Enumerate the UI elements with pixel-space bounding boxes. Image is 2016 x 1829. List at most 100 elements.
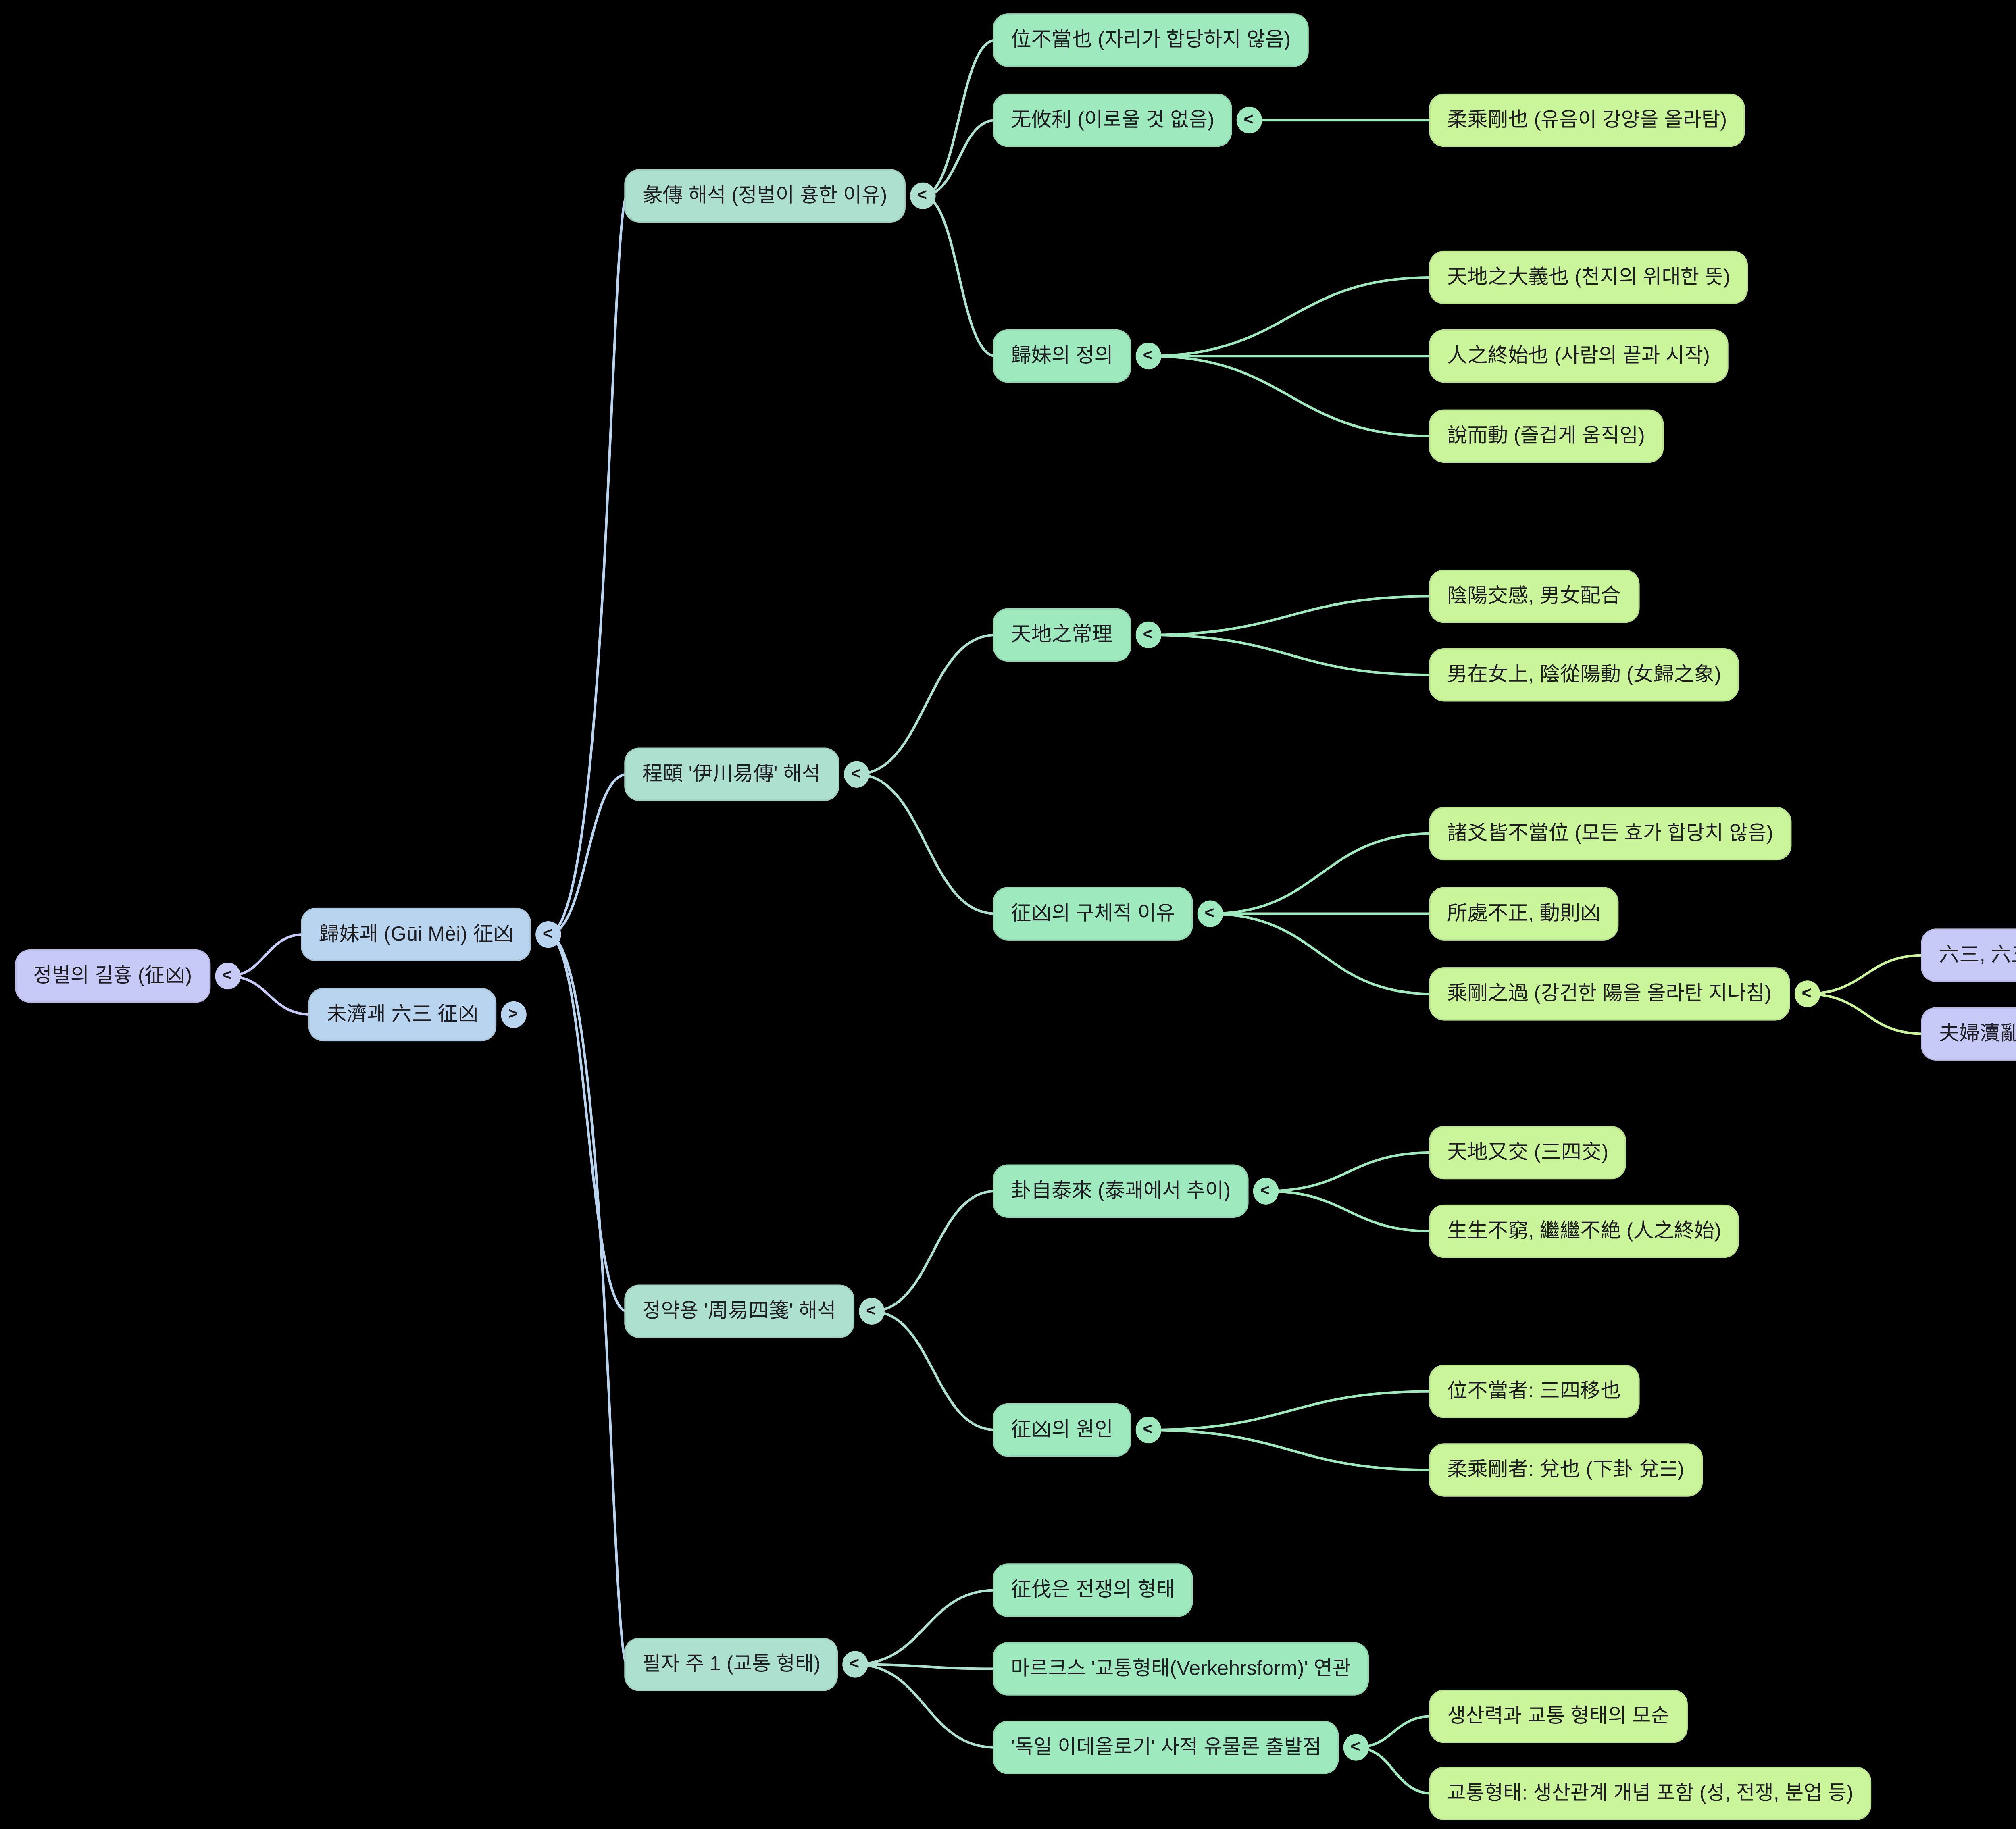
node-saengsanryeok[interactable]: 생산력과 교통 형태의 모순 xyxy=(1429,1690,1688,1743)
node-yuksam-yugo[interactable]: 六三, 六五 모두 乘剛 xyxy=(1921,928,2016,982)
node-yu-seunggang[interactable]: 柔乘剛也 (유음이 강양을 올라탐) xyxy=(1429,93,1745,147)
collapse-toggle-cheonji-sangri[interactable]: < xyxy=(1135,621,1161,648)
edge-dogil-ideologie-to-saengsanryeok xyxy=(1354,1715,1433,1749)
node-label: 程頤 '伊川易傳' 해석 xyxy=(642,762,821,785)
node-cheonji-sangri[interactable]: 天地之常理 xyxy=(993,608,1131,662)
edge-jinghyung-wonin-to-yuseunggang-ja xyxy=(1146,1429,1433,1471)
node-gwimae-gwae[interactable]: 歸妹괘 (Gūi Mèi) 征凶 xyxy=(301,907,532,961)
edge-danjeon-to-mu-yuri xyxy=(921,119,997,197)
edge-root-to-mije-gwae xyxy=(226,975,313,1016)
node-mu-yuri[interactable]: 无攸利 (이로울 것 없음) xyxy=(993,93,1233,147)
node-marx-verkehr[interactable]: 마르크스 '교통형태(Verkehrsform)' 연관 xyxy=(993,1642,1369,1696)
node-socheo-bujeong[interactable]: 所處不正, 動則凶 xyxy=(1429,887,1619,941)
node-label: 位不當者: 三四移也 xyxy=(1447,1380,1621,1402)
node-label: 說而動 (즐겁게 움직임) xyxy=(1447,424,1645,447)
node-dogil-ideologie[interactable]: '독일 이데올로기' 사적 유물론 출발점 xyxy=(993,1721,1340,1774)
node-wibudang-ja[interactable]: 位不當者: 三四移也 xyxy=(1429,1365,1639,1418)
node-jinghyung-iyu[interactable]: 征凶의 구체적 이유 xyxy=(993,887,1193,941)
node-mije-gwae[interactable]: 未濟괘 六三 征凶 xyxy=(308,988,496,1042)
node-bubu-dongnan[interactable]: 夫婦瀆亂 (남편 牽欲失剛, 부인 狃說忘順) xyxy=(1921,1007,2016,1061)
node-jehyo-budang[interactable]: 諸爻皆不當位 (모든 효가 합당치 않음) xyxy=(1429,807,1791,861)
node-inji-jongsi[interactable]: 人之終始也 (사람의 끝과 시작) xyxy=(1429,329,1728,383)
chevron-left-icon: < xyxy=(1260,1182,1270,1200)
node-cheonji-ugyo[interactable]: 天地又交 (三四交) xyxy=(1429,1126,1627,1180)
chevron-left-icon: < xyxy=(1143,1421,1153,1439)
edge-dogil-ideologie-to-gyotong-hyungtae xyxy=(1354,1746,1433,1795)
collapse-toggle-jeongyakyong[interactable]: < xyxy=(858,1298,884,1325)
node-gyotong-hyungtae[interactable]: 교통형태: 생산관계 개념 포함 (성, 전쟁, 분업 등) xyxy=(1429,1767,1872,1820)
edge-pilja-ju-to-jungbeol-jeon xyxy=(853,1589,997,1666)
edge-seunggang-gwa-to-bubu-dongnan xyxy=(1805,993,1925,1035)
chevron-left-icon: < xyxy=(543,926,553,944)
node-label: 征伐은 전쟁의 형태 xyxy=(1011,1578,1175,1601)
node-pilja-ju[interactable]: 필자 주 1 (교통 형태) xyxy=(624,1638,839,1691)
node-jeongyakyong[interactable]: 정약용 '周易四箋' 해석 xyxy=(624,1284,854,1338)
edge-gwimae-gwae-to-pilja-ju xyxy=(546,933,629,1666)
collapse-toggle-pilja-ju[interactable]: < xyxy=(841,1651,867,1678)
expand-toggle-mije-gwae[interactable]: > xyxy=(500,1001,526,1028)
node-label: 夫婦瀆亂 (남편 牽欲失剛, 부인 狃說忘順) xyxy=(1939,1022,2016,1045)
collapse-toggle-dogil-ideologie[interactable]: < xyxy=(1342,1734,1368,1761)
edge-pilja-ju-to-dogil-ideologie xyxy=(853,1663,997,1749)
chevron-left-icon: < xyxy=(222,967,232,985)
edge-gwaja-taerae-to-saengsaeng xyxy=(1264,1190,1433,1233)
node-seol-i-dong[interactable]: 說而動 (즐겁게 움직임) xyxy=(1429,409,1663,463)
node-jungbeol-jeon[interactable]: 征伐은 전쟁의 형태 xyxy=(993,1563,1193,1617)
collapse-toggle-root[interactable]: < xyxy=(214,963,240,990)
node-saengsaeng[interactable]: 生生不窮, 繼繼不絶 (人之終始) xyxy=(1429,1204,1739,1258)
edge-pilja-ju-to-marx-verkehr xyxy=(853,1663,997,1670)
node-label: 天地之大義也 (천지의 위대한 뜻) xyxy=(1447,265,1731,288)
node-danjeon[interactable]: 彖傳 해석 (정벌이 흉한 이유) xyxy=(624,169,906,223)
node-label: 天地之常理 xyxy=(1011,623,1112,645)
node-label: 彖傳 해석 (정벌이 흉한 이유) xyxy=(642,184,887,206)
node-label: '독일 이데올로기' 사적 유물론 출발점 xyxy=(1011,1735,1322,1758)
node-label: 无攸利 (이로울 것 없음) xyxy=(1011,108,1214,131)
edge-gwimae-gwae-to-jeongyakyong xyxy=(546,933,629,1313)
node-label: 六三, 六五 모두 乘剛 xyxy=(1939,943,2016,966)
collapse-toggle-jeong-i[interactable]: < xyxy=(843,761,869,788)
node-root[interactable]: 정벌의 길흉 (征凶) xyxy=(15,949,210,1003)
collapse-toggle-mu-yuri[interactable]: < xyxy=(1235,106,1262,134)
edge-gwimae-gwae-to-jeong-i xyxy=(546,773,629,936)
node-seunggang-gwa[interactable]: 乘剛之過 (강건한 陽을 올라탄 지나침) xyxy=(1429,967,1790,1021)
collapse-toggle-gwaja-taerae[interactable]: < xyxy=(1252,1178,1278,1205)
node-label: 乘剛之過 (강건한 陽을 올라탄 지나침) xyxy=(1447,982,1772,1005)
node-yuseunggang-ja[interactable]: 柔乘剛者: 兌也 (下卦 兌☱) xyxy=(1429,1443,1702,1497)
node-gwaja-taerae[interactable]: 卦自泰來 (泰괘에서 추이) xyxy=(993,1164,1249,1218)
node-label: 歸妹괘 (Gūi Mèi) 征凶 xyxy=(319,922,514,945)
collapse-toggle-seunggang-gwa[interactable]: < xyxy=(1793,980,1820,1007)
chevron-left-icon: < xyxy=(1243,111,1254,129)
node-label: 생산력과 교통 형태의 모순 xyxy=(1447,1704,1670,1727)
collapse-toggle-gwimae-jeongui[interactable]: < xyxy=(1135,342,1161,370)
node-eumyang-gyogam[interactable]: 陰陽交感, 男女配合 xyxy=(1429,569,1639,623)
edge-seunggang-gwa-to-yuksam-yugo xyxy=(1805,954,1925,995)
edge-jeong-i-to-jinghyung-iyu xyxy=(854,773,997,915)
edge-gwimae-gwae-to-danjeon xyxy=(546,194,629,936)
chevron-left-icon: < xyxy=(1143,347,1153,365)
node-gwimae-jeongui[interactable]: 歸妹의 정의 xyxy=(993,329,1131,383)
node-cheonji-daeui[interactable]: 天地之大義也 (천지의 위대한 뜻) xyxy=(1429,250,1748,304)
collapse-toggle-jinghyung-iyu[interactable]: < xyxy=(1196,900,1223,927)
edge-jeongyakyong-to-gwaja-taerae xyxy=(869,1190,997,1313)
edge-jinghyung-iyu-to-jehyo-budang xyxy=(1208,832,1433,915)
node-namjae-yeosang[interactable]: 男在女上, 陰從陽動 (女歸之象) xyxy=(1429,648,1739,702)
node-label: 位不當也 (자리가 합당하지 않음) xyxy=(1011,28,1291,51)
edge-jeongyakyong-to-jinghyung-wonin xyxy=(869,1310,997,1432)
chevron-left-icon: < xyxy=(850,1655,860,1673)
collapse-toggle-gwimae-gwae[interactable]: < xyxy=(535,921,560,948)
collapse-toggle-danjeon[interactable]: < xyxy=(909,182,935,209)
node-wi-budang[interactable]: 位不當也 (자리가 합당하지 않음) xyxy=(993,13,1309,67)
node-jeong-i[interactable]: 程頤 '伊川易傳' 해석 xyxy=(624,747,839,801)
chevron-left-icon: < xyxy=(851,765,861,783)
node-label: 征凶의 구체적 이유 xyxy=(1011,902,1175,924)
node-label: 所處不正, 動則凶 xyxy=(1447,902,1601,924)
node-label: 陰陽交感, 男女配合 xyxy=(1447,584,1621,607)
node-label: 未濟괘 六三 征凶 xyxy=(326,1003,479,1025)
collapse-toggle-jinghyung-wonin[interactable]: < xyxy=(1135,1417,1161,1444)
node-jinghyung-wonin[interactable]: 征凶의 원인 xyxy=(993,1403,1131,1457)
edge-root-to-gwimae-gwae xyxy=(226,933,305,978)
node-label: 征凶의 원인 xyxy=(1011,1418,1113,1440)
node-label: 天地又交 (三四交) xyxy=(1447,1140,1609,1163)
